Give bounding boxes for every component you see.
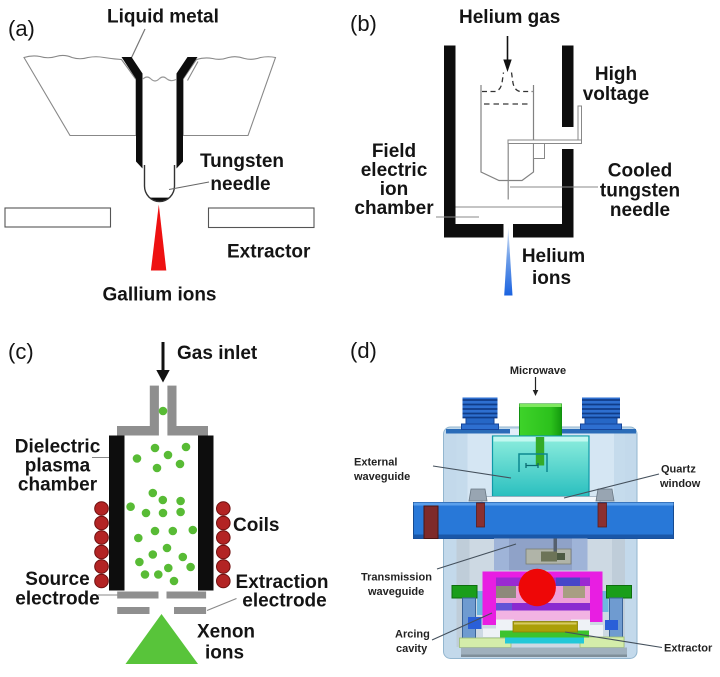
svg-text:Gallium ions: Gallium ions [102, 285, 216, 306]
svg-text:ions: ions [205, 643, 244, 664]
svg-text:window: window [659, 478, 701, 490]
svg-text:Helium: Helium [522, 246, 585, 267]
svg-text:cavity: cavity [396, 643, 428, 655]
svg-text:needle: needle [610, 200, 670, 221]
svg-text:Extraction: Extraction [236, 572, 329, 593]
svg-text:Coils: Coils [233, 515, 279, 536]
svg-text:External: External [354, 457, 397, 469]
svg-text:chamber: chamber [18, 475, 98, 496]
svg-text:electrode: electrode [242, 591, 326, 612]
svg-text:Gas inlet: Gas inlet [177, 343, 258, 364]
svg-text:electric: electric [361, 160, 428, 181]
svg-text:Liquid metal: Liquid metal [107, 7, 219, 28]
svg-text:Xenon: Xenon [197, 622, 255, 643]
svg-text:ions: ions [532, 268, 571, 289]
svg-text:Microwave: Microwave [510, 365, 566, 377]
svg-text:Helium gas: Helium gas [459, 7, 560, 28]
svg-text:Extractor: Extractor [227, 242, 311, 263]
svg-text:tungsten: tungsten [600, 181, 680, 202]
svg-text:ion: ion [380, 179, 409, 200]
svg-text:Quartz: Quartz [661, 464, 696, 476]
svg-text:Source: Source [25, 569, 89, 590]
svg-text:(c): (c) [8, 339, 34, 364]
svg-text:(b): (b) [350, 11, 377, 36]
svg-text:Tungsten: Tungsten [200, 151, 284, 172]
svg-text:chamber: chamber [354, 198, 434, 219]
svg-text:Extractor: Extractor [664, 643, 713, 655]
svg-text:Arcing: Arcing [395, 629, 430, 641]
svg-text:waveguide: waveguide [353, 471, 410, 483]
svg-text:Dielectric: Dielectric [15, 437, 101, 458]
svg-text:Cooled: Cooled [608, 161, 672, 182]
svg-text:voltage: voltage [583, 84, 650, 105]
svg-text:Field: Field [372, 141, 416, 162]
svg-text:plasma: plasma [25, 456, 91, 477]
svg-text:needle: needle [210, 174, 270, 195]
svg-text:(a): (a) [8, 16, 35, 41]
svg-text:(d): (d) [350, 338, 377, 363]
svg-text:Transmission: Transmission [361, 572, 432, 584]
svg-text:waveguide: waveguide [367, 586, 424, 598]
svg-text:High: High [595, 64, 637, 85]
svg-text:electrode: electrode [15, 589, 99, 610]
